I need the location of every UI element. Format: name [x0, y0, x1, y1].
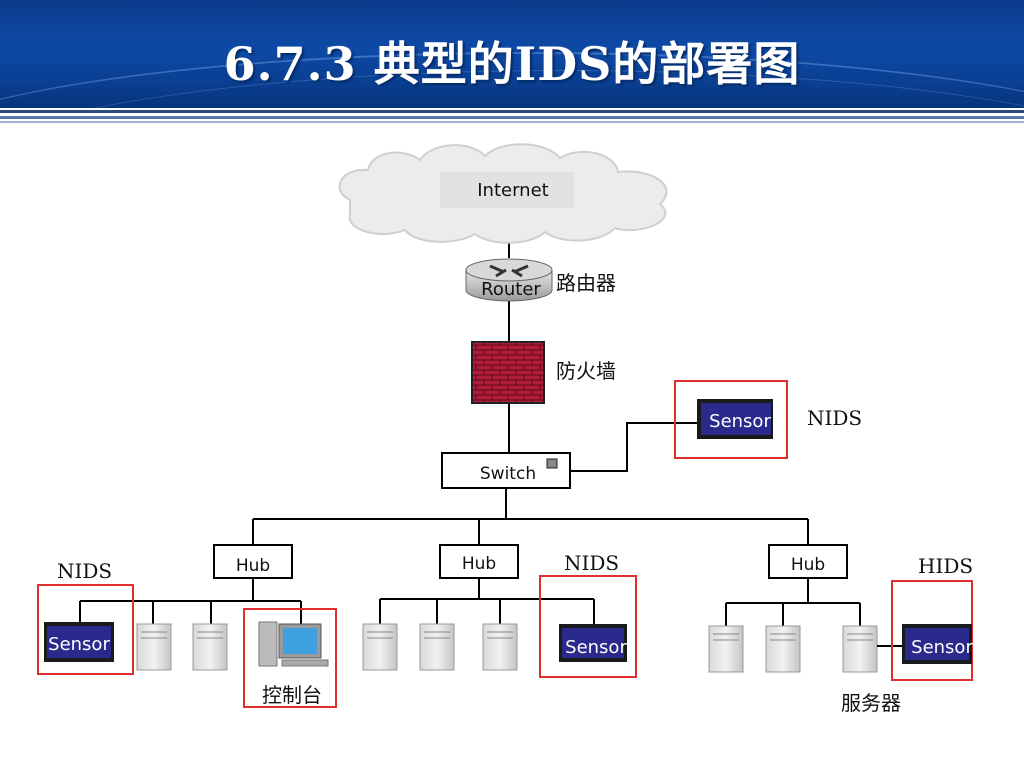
- switch-box: Switch: [441, 452, 571, 489]
- header-rule: [0, 121, 1024, 123]
- nids-caption: NIDS: [564, 551, 619, 575]
- ids-deployment-diagram: Internet Router 路由器 防火墙 Switch Sensor NI…: [37, 143, 973, 715]
- server-icon: [192, 623, 228, 671]
- firewall-caption: 防火墙: [556, 359, 616, 383]
- server-caption: 服务器: [841, 691, 901, 715]
- connection-lines: [79, 218, 861, 626]
- console-frame: [243, 608, 337, 708]
- server-icon: [708, 625, 744, 673]
- firewall-icon: [471, 341, 545, 404]
- sensor-node: Sensor: [902, 624, 973, 664]
- internet-cloud: Internet: [338, 143, 668, 244]
- nids-frame: [539, 575, 637, 678]
- sensor-node: Sensor: [697, 399, 773, 439]
- header-decoration: [0, 70, 1024, 108]
- hub-box: Hub: [213, 544, 293, 579]
- hub-label: Hub: [236, 556, 270, 576]
- internet-label: Internet: [477, 180, 548, 201]
- sensor-node: Sensor: [44, 622, 114, 662]
- switch-label: Switch: [480, 464, 536, 484]
- nids-caption: NIDS: [807, 406, 862, 430]
- header-rule: [0, 116, 1024, 119]
- hids-caption: HIDS: [918, 554, 973, 578]
- server-icon: [419, 623, 455, 671]
- router-text: Router: [481, 279, 541, 300]
- nids-frame: [674, 380, 788, 459]
- sensor-label: Sensor: [565, 637, 627, 658]
- sensor-label: Sensor: [911, 637, 973, 658]
- console-workstation-icon: [258, 621, 329, 667]
- header-decoration: [0, 52, 1024, 108]
- router-caption: 路由器: [556, 271, 616, 295]
- sensor-node: Sensor: [559, 624, 627, 662]
- hub-box: Hub: [768, 544, 848, 579]
- sensor-label: Sensor: [48, 634, 110, 655]
- nids-caption: NIDS: [57, 559, 112, 583]
- header-rule: [0, 110, 1024, 113]
- server-icon: [842, 625, 878, 673]
- hub-label: Hub: [462, 554, 496, 574]
- server-icon: [362, 623, 398, 671]
- nids-frame: [37, 584, 134, 675]
- hub-label: Hub: [791, 555, 825, 575]
- slide-title: 6.7.3 典型的IDS的部署图: [223, 37, 801, 91]
- console-caption: 控制台: [262, 683, 322, 707]
- hub-box: Hub: [439, 544, 519, 579]
- server-icon: [765, 625, 801, 673]
- server-icon: [136, 623, 172, 671]
- slide-header: 6.7.3 典型的IDS的部署图: [0, 0, 1024, 108]
- router-icon: Router: [465, 258, 553, 302]
- sensor-label: Sensor: [709, 411, 771, 432]
- server-icon: [482, 623, 518, 671]
